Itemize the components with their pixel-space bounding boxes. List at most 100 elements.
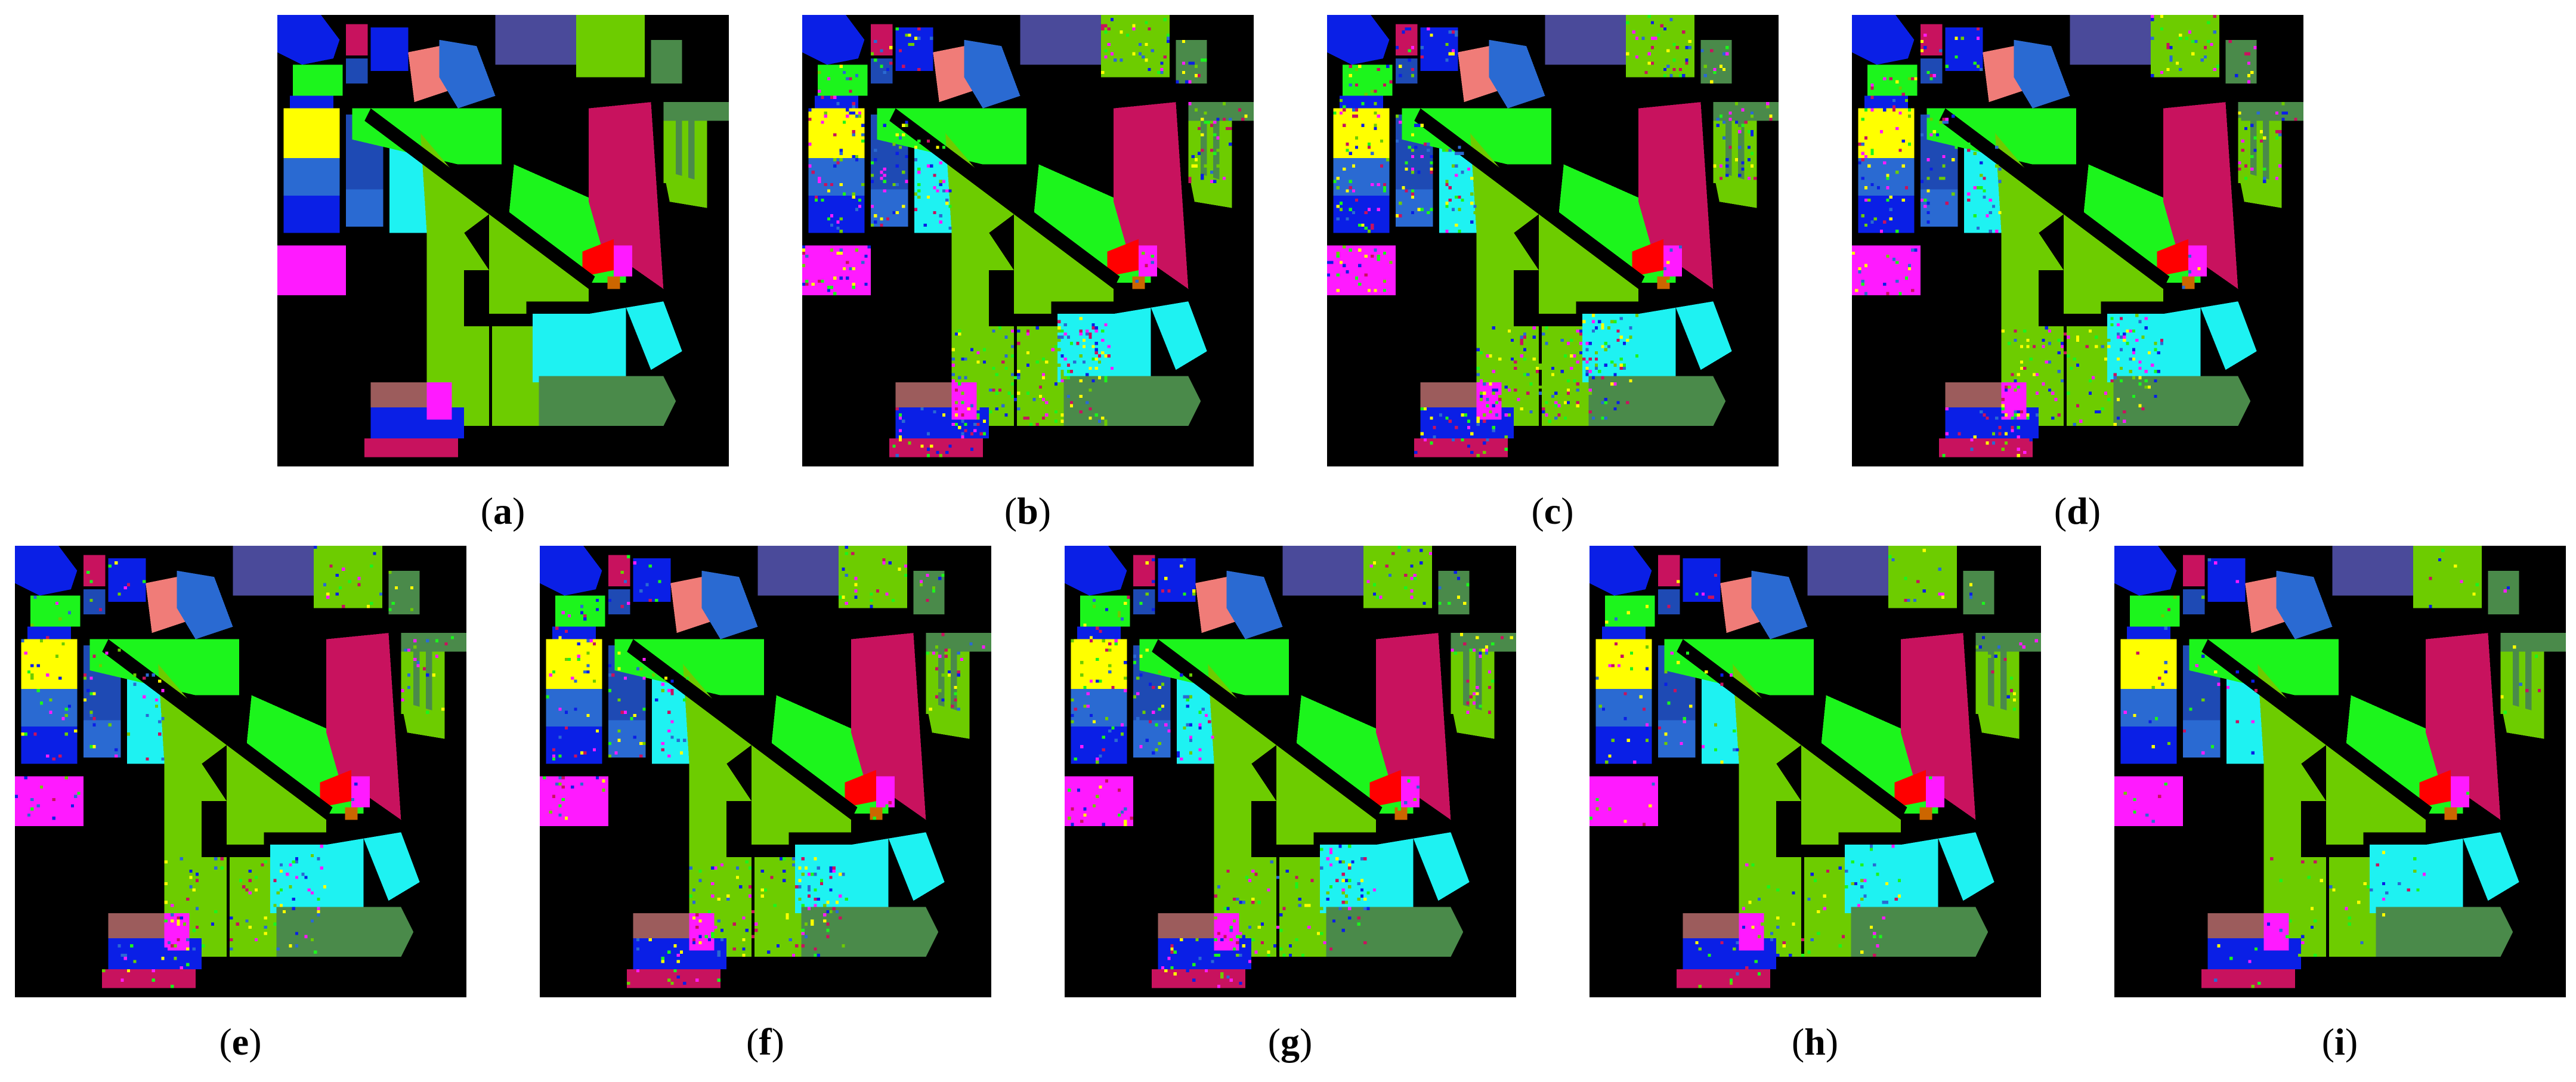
misclassified-pixel [791,857,796,861]
misclassified-pixel [1386,64,1390,68]
misclassified-pixel [1776,888,1780,892]
misclassified-pixel [1969,595,1973,599]
misclassified-pixel [123,586,127,590]
misclassified-pixel [892,143,896,146]
class-region-steel-blue [1395,189,1433,227]
misclassified-pixel [1189,723,1193,727]
panel-label-d: (d) [2054,490,2101,532]
class-region-slate-blue [495,15,577,65]
misclassified-pixel [1364,276,1368,280]
misclassified-pixel [323,583,327,586]
misclassified-pixel [639,754,643,758]
misclassified-pixel [1892,108,1896,112]
misclassified-pixel [1273,944,1277,948]
misclassified-pixel [2416,888,2420,892]
misclassified-pixel [1405,27,1408,31]
misclassified-pixel [1445,202,1449,205]
misclassified-pixel [2032,345,2036,348]
misclassified-pixel [1504,435,1508,439]
class-region-blue [1589,546,1652,596]
misclassified-pixel [1608,664,1612,667]
misclassified-pixel [1870,149,1874,152]
misclassified-pixel [2185,36,2188,40]
misclassified-pixel [1155,723,1158,727]
misclassified-pixel [883,167,886,171]
misclassified-pixel [36,664,40,667]
misclassified-pixel [36,617,40,621]
misclassified-pixel [1120,732,1124,736]
misclassified-pixel [892,444,896,448]
misclassified-pixel [61,642,65,646]
misclassified-pixel [951,373,955,376]
misclassified-pixel [1738,126,1742,131]
misclassified-pixel [2241,139,2244,143]
misclassified-pixel [895,27,899,31]
misclassified-pixel [1320,907,1323,910]
field-divider [1801,851,1805,963]
misclassified-pixel [1669,18,1673,21]
misclassified-pixel [1089,713,1093,718]
class-region-brown [1420,382,1477,407]
misclassified-pixel [2314,953,2317,957]
misclassified-pixel [1761,941,1764,945]
misclassified-pixel [180,975,183,979]
misclassified-pixel [1079,379,1083,383]
misclassified-pixel [642,707,646,711]
misclassified-pixel [2213,30,2216,34]
class-region-crimson [1939,438,2033,457]
misclassified-pixel [158,732,162,736]
misclassified-pixel [2119,366,2123,370]
misclassified-pixel [783,857,786,861]
misclassified-pixel [180,857,183,861]
class-region-light-green [489,214,589,314]
misclassified-pixel [888,570,892,574]
misclassified-pixel [1194,64,1198,68]
misclassified-pixel [1170,966,1174,970]
misclassified-pixel [1279,913,1283,917]
misclassified-pixel [117,592,121,596]
misclassified-pixel [1672,67,1676,71]
misclassified-pixel [401,689,404,693]
misclassified-pixel [1104,419,1108,423]
misclassified-pixel [936,450,939,455]
misclassified-pixel [1189,735,1193,739]
misclassified-pixel [1099,679,1102,683]
misclassified-pixel [1352,189,1355,193]
misclassified-pixel [1198,152,1201,155]
misclassified-pixel [845,601,848,605]
misclassified-pixel [2001,404,2005,407]
misclassified-pixel [1364,273,1368,277]
misclassified-pixel [1669,74,1673,78]
misclassified-pixel [273,904,277,907]
misclassified-pixel [735,876,740,879]
misclassified-pixel [1257,935,1261,938]
misclassified-pixel [2116,335,2120,339]
misclassified-pixel [1399,74,1402,78]
class-region-blue [2120,726,2177,764]
class-region-navy [608,589,630,614]
misclassified-pixel [739,885,743,889]
misclassified-pixel [276,947,280,951]
misclassified-pixel [1188,102,1192,106]
misclassified-pixel [2422,873,2426,876]
misclassified-pixel [1239,953,1242,957]
misclassified-pixel [874,220,877,224]
misclassified-pixel [845,897,848,901]
misclassified-pixel [2014,413,2017,417]
misclassified-pixel [2076,363,2080,367]
misclassified-pixel [1430,422,1433,426]
misclassified-pixel [1210,171,1214,174]
misclassified-pixel [1554,404,1558,407]
misclassified-pixel [1473,205,1477,208]
misclassified-pixel [1664,670,1668,674]
misclassified-pixel [1083,685,1087,690]
misclassified-pixel [1907,143,1912,146]
misclassified-pixel [1351,860,1355,864]
misclassified-pixel [2244,164,2248,168]
misclassified-pixel [1989,230,1992,233]
class-region-blue [15,546,78,596]
misclassified-pixel [1914,77,1918,81]
misclassified-pixel [254,894,258,898]
misclassified-pixel [2147,351,2151,355]
misclassified-pixel [2244,52,2248,55]
